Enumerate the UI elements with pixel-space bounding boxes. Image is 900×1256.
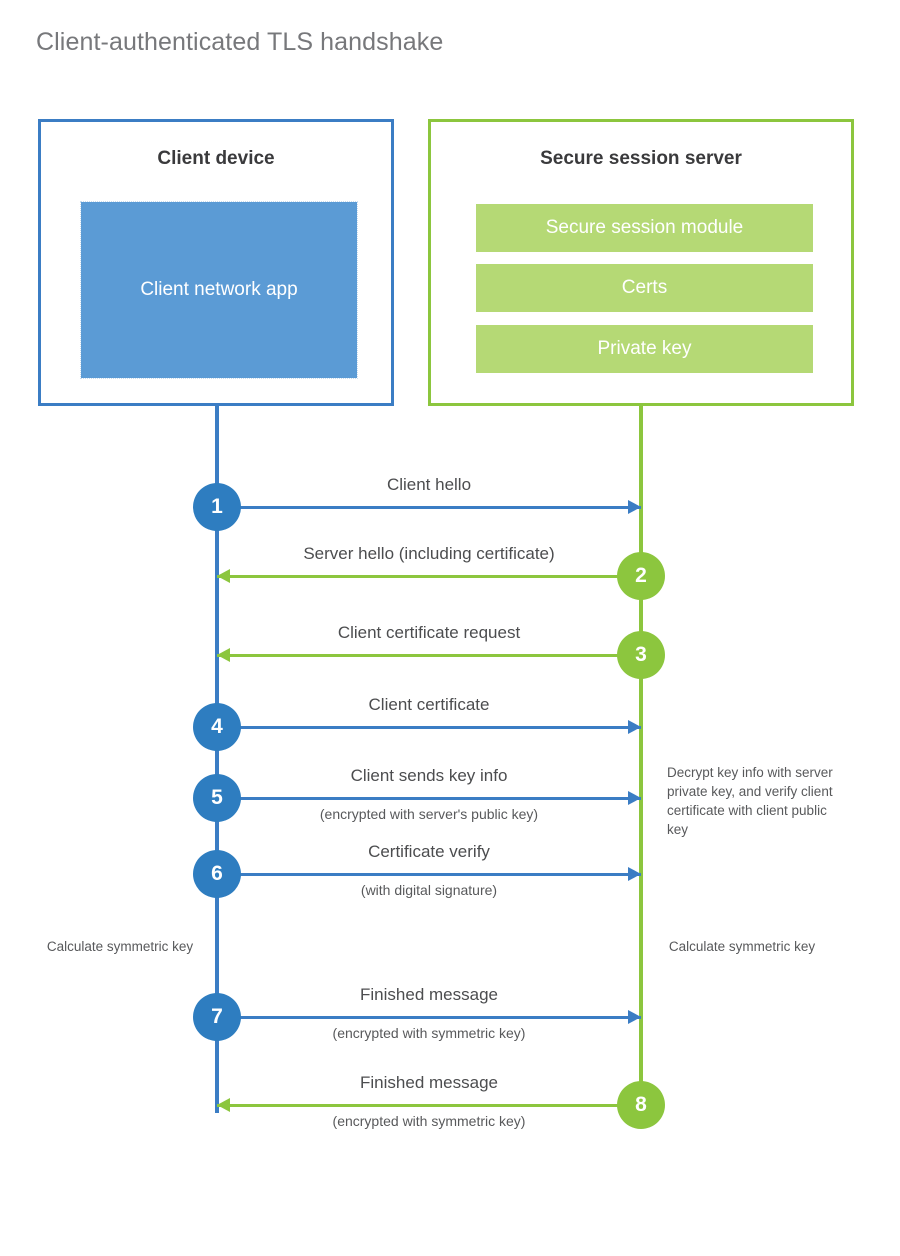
arrow-head-6 [628,867,641,881]
message-line-8 [217,1104,641,1107]
page-title: Client-authenticated TLS handshake [36,28,444,56]
server-lifeline [639,406,643,1105]
arrow-head-2 [217,569,230,583]
step-badge-6[interactable]: 6 [193,850,241,898]
arrow-head-7 [628,1010,641,1024]
step-badge-8[interactable]: 8 [617,1081,665,1129]
secure-session-server-box: Secure session server Secure session mod… [428,119,854,406]
message-label-1: Client hello [386,475,472,494]
message-sublabel-5: (encrypted with server's public key) [319,806,539,822]
step-badge-3[interactable]: 3 [617,631,665,679]
message-sublabel-8: (encrypted with symmetric key) [332,1113,526,1129]
message-label-5: Client sends key info [350,766,508,785]
message-label-4: Client certificate [368,695,490,714]
client-device-box: Client device Client network app [38,119,394,406]
server-module-certs: Certs [476,264,813,312]
message-line-4 [217,726,641,729]
arrow-head-4 [628,720,641,734]
client-network-app-block: Client network app [80,201,358,379]
message-line-2 [217,575,641,578]
client-device-title: Client device [157,148,275,169]
arrow-head-3 [217,648,230,662]
server-module-secure-session-module: Secure session module [476,204,813,252]
message-line-7 [217,1016,641,1019]
annotation-server-calculate-symmetric-key: Calculate symmetric key [668,939,816,954]
message-label-8: Finished message [360,1073,498,1092]
arrow-head-5 [628,791,641,805]
message-sublabel-6: (with digital signature) [360,882,498,898]
client-lifeline [215,406,219,1113]
step-badge-5[interactable]: 5 [193,774,241,822]
annotation-client-calculate-symmetric-key: Calculate symmetric key [46,939,194,954]
message-label-7: Finished message [360,985,498,1004]
message-line-3 [217,654,641,657]
message-line-1 [217,506,641,509]
message-line-6 [217,873,641,876]
message-label-2: Server hello (including certificate) [303,544,555,563]
server-module-private-key: Private key [476,325,813,373]
step-badge-2[interactable]: 2 [617,552,665,600]
step-badge-7[interactable]: 7 [193,993,241,1041]
annotation-server-decrypt: Decrypt key info with server private key… [667,765,833,838]
message-label-6: Certificate verify [368,842,490,861]
arrow-head-8 [217,1098,230,1112]
secure-session-server-title: Secure session server [540,148,742,169]
message-sublabel-7: (encrypted with symmetric key) [332,1025,526,1041]
arrow-head-1 [628,500,641,514]
message-label-3: Client certificate request [337,623,521,642]
step-badge-1[interactable]: 1 [193,483,241,531]
message-line-5 [217,797,641,800]
step-badge-4[interactable]: 4 [193,703,241,751]
